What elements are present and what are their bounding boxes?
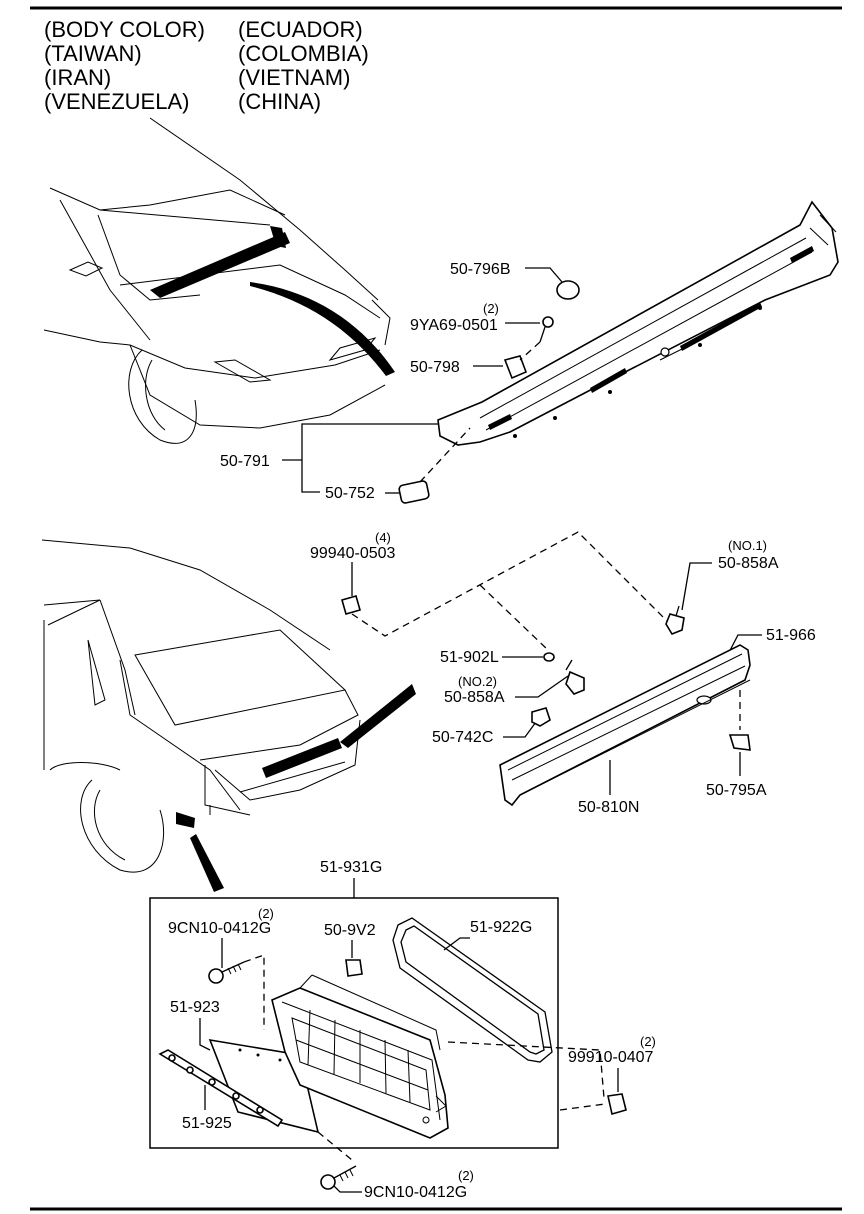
label-50-742c: 50-742C: [432, 729, 493, 746]
part-51-931g-grille: [271, 974, 449, 1139]
label-50-796b: 50-796B: [450, 261, 511, 278]
qty-99910-0407: (2): [640, 1034, 656, 1049]
label-51-966: 51-966: [766, 627, 816, 644]
label-50-9v2: 50-9V2: [324, 922, 376, 939]
part-51-925-clip-strip: [158, 1049, 284, 1128]
label-50-858a-no2: 50-858A: [444, 689, 505, 706]
label-50-752: 50-752: [325, 485, 375, 502]
part-50-858a-no1-clip: [665, 605, 685, 635]
part-9cn10-0412g-top-screw: [208, 961, 245, 984]
rear-car-illustration: [41, 539, 416, 892]
label-50-810n: 50-810N: [578, 799, 639, 816]
label-9ya69-0501: 9YA69-0501: [410, 317, 498, 334]
label-51-902l: 51-902L: [440, 649, 499, 666]
label-99910-0407: 99910-0407: [568, 1049, 654, 1066]
part-9cn10-0412g-bottom-screw: [320, 1165, 357, 1190]
qty-9cn10-0412g-bottom: (2): [458, 1168, 474, 1183]
part-50-798-clip: [503, 355, 528, 380]
qty-99940-0503: (4): [375, 530, 391, 545]
label-99940-0503: 99940-0503: [310, 545, 396, 562]
label-50-791: 50-791: [220, 453, 270, 470]
front-car-illustration: [43, 117, 395, 444]
label-51-931g: 51-931G: [320, 859, 382, 876]
label-50-795a: 50-795A: [706, 782, 767, 799]
header-left: (BODY COLOR) (TAIWAN) (IRAN) (VENEZUELA): [44, 17, 205, 114]
header-right-line-1: (ECUADOR): [238, 17, 363, 42]
part-51-922g-gasket: [392, 917, 553, 1063]
label-9cn10-0412g-bottom: 9CN10-0412G: [364, 1184, 467, 1201]
label-50-798: 50-798: [410, 359, 460, 376]
part-50-795a-clip: [728, 734, 751, 751]
header-left-line-4: (VENEZUELA): [44, 89, 189, 114]
note-50-858a-no2: (NO.2): [458, 674, 497, 689]
part-51-966-garnish: [499, 644, 751, 807]
label-51-922g: 51-922G: [470, 919, 532, 936]
header-right: (ECUADOR) (COLOMBIA) (VIETNAM) (CHINA): [238, 17, 369, 114]
part-9ya69-0501-screw: [539, 316, 554, 343]
part-50-9v2-nut: [345, 959, 363, 977]
part-50-858a-no2-clip: [565, 659, 585, 695]
header-right-line-2: (COLOMBIA): [238, 41, 369, 66]
qty-9cn10-0412g-top: (2): [258, 906, 274, 921]
header-left-line-3: (IRAN): [44, 65, 111, 90]
label-50-858a-no1: 50-858A: [718, 555, 779, 572]
header-right-line-3: (VIETNAM): [238, 65, 350, 90]
part-51-902l-washer: [543, 652, 555, 662]
part-99910-0407-nut: [607, 1093, 627, 1116]
header-left-line-2: (TAIWAN): [44, 41, 142, 66]
label-9cn10-0412g-top: 9CN10-0412G: [168, 920, 271, 937]
assembly-box-51-931g: [149, 897, 559, 1149]
cowl-grille: [437, 200, 839, 446]
note-50-858a-no1: (NO.1): [728, 538, 767, 553]
part-99940-0503-nut: [341, 595, 361, 615]
part-50-742c-clip: [531, 707, 551, 727]
label-51-925: 51-925: [182, 1115, 232, 1132]
part-50-752-pad: [398, 480, 430, 504]
label-51-923: 51-923: [170, 999, 220, 1016]
qty-9ya69-0501: (2): [483, 301, 499, 316]
header-left-line-1: (BODY COLOR): [44, 17, 205, 42]
part-50-796b-cap: [556, 280, 580, 300]
header-right-line-4: (CHINA): [238, 89, 321, 114]
